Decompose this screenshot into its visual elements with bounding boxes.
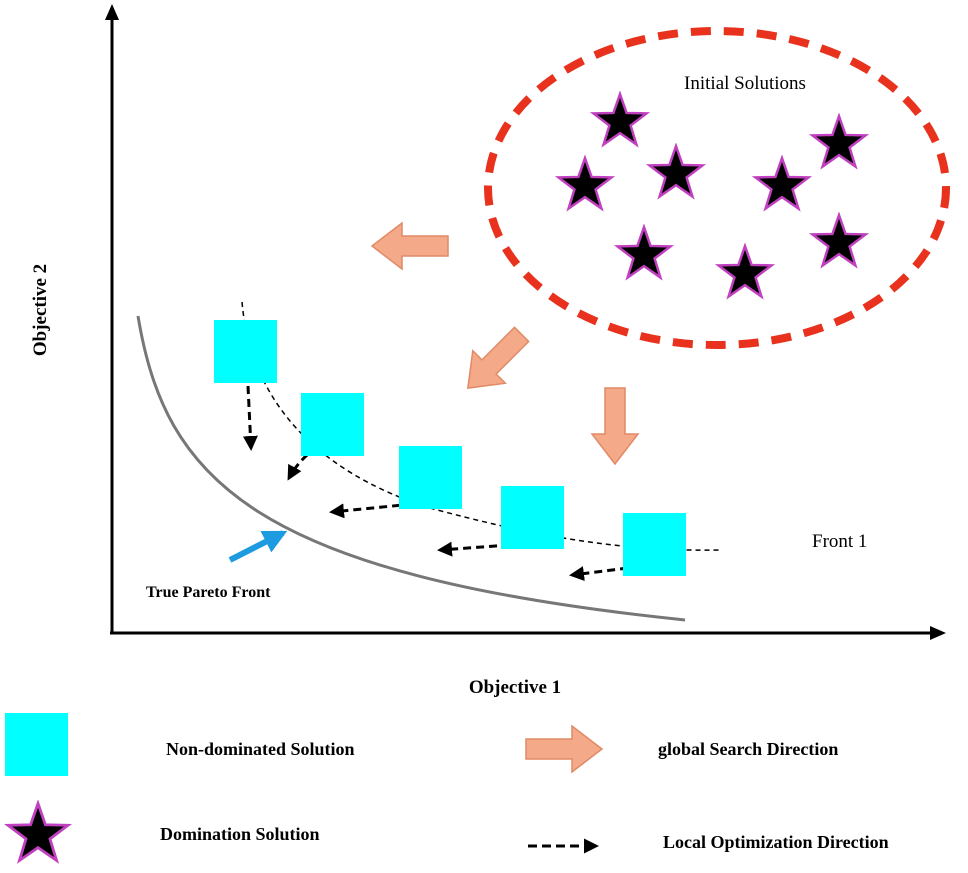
block-arrow-icon bbox=[371, 222, 449, 270]
y-axis-label: Objective 2 bbox=[30, 264, 51, 356]
dashed-arrow-icon bbox=[569, 566, 629, 581]
black-star-icon bbox=[811, 114, 867, 168]
legend-domination-label: Domination Solution bbox=[160, 824, 320, 844]
non-dominated-squares bbox=[214, 320, 686, 576]
black-star-icon bbox=[592, 92, 648, 146]
cyan-square-icon bbox=[301, 393, 364, 456]
block-arrow-icon bbox=[591, 387, 639, 465]
y-axis-arrowhead bbox=[105, 4, 119, 20]
dashed-arrow-icon bbox=[437, 541, 511, 557]
initial-solutions-ellipse bbox=[484, 27, 950, 349]
front-1-label: Front 1 bbox=[812, 531, 867, 552]
black-star-icon bbox=[557, 156, 613, 210]
x-axis-label: Objective 1 bbox=[469, 677, 561, 698]
legend-global-search-label: global Search Direction bbox=[658, 739, 838, 759]
cyan-square-icon bbox=[501, 486, 564, 549]
cyan-square-icon bbox=[623, 513, 686, 576]
block-arrow-icon bbox=[450, 317, 539, 406]
legend-square-icon bbox=[5, 713, 68, 776]
legend-block-arrow-icon bbox=[525, 725, 603, 773]
legend-star-icon bbox=[6, 802, 70, 862]
x-axis-arrowhead bbox=[930, 626, 946, 640]
cyan-square-icon bbox=[399, 446, 462, 509]
global-search-arrows bbox=[371, 222, 639, 465]
black-star-icon bbox=[717, 244, 773, 298]
dashed-arrow-icon bbox=[242, 385, 258, 451]
legend-non-dominated-label: Non-dominated Solution bbox=[166, 739, 355, 759]
true-pareto-front-label: True Pareto Front bbox=[146, 584, 271, 601]
legend-local-optimization-label: Local Optimization Direction bbox=[663, 832, 889, 852]
initial-solutions-label: Initial Solutions bbox=[684, 73, 806, 94]
black-star-icon bbox=[754, 156, 810, 210]
black-star-icon bbox=[648, 144, 704, 198]
pareto-pointer-arrow bbox=[228, 530, 288, 563]
black-star-icon bbox=[616, 225, 672, 279]
black-star-icon bbox=[811, 213, 867, 267]
axes bbox=[105, 4, 946, 640]
cyan-square-icon bbox=[214, 320, 277, 383]
legend: Non-dominated Solution Domination Soluti… bbox=[5, 713, 889, 862]
true-pareto-front-curve bbox=[136, 315, 686, 622]
initial-stars bbox=[557, 92, 867, 298]
